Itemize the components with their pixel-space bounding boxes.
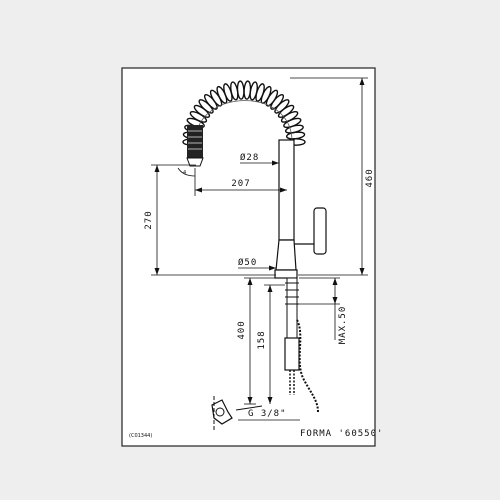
lever-handle (294, 207, 327, 255)
dimension-lines (151, 77, 368, 421)
dim-reach: 207 (231, 179, 250, 189)
dim-max-deck: MAX.50 (338, 306, 348, 345)
drawing-code: (C01344) (129, 433, 152, 439)
dim-below-deck: 400 (237, 320, 247, 339)
spring-coil (182, 80, 306, 146)
dim-thread: G 3/8" (248, 409, 287, 419)
spray-head-body (187, 125, 203, 158)
dim-angle: 4 (183, 170, 186, 176)
spout-curve (195, 100, 293, 141)
angle-valve (211, 396, 233, 430)
spray-head (186, 125, 204, 167)
dim-base-diameter: Ø50 (238, 257, 257, 268)
dim-height-total: 460 (365, 168, 375, 187)
drawing-frame (121, 67, 376, 447)
below-deck-assembly (235, 277, 319, 413)
dim-pipe-diameter: Ø28 (240, 152, 259, 163)
arrowheads (154, 78, 365, 404)
dim-height-spout: 270 (144, 210, 154, 229)
drawing-title: FORMA '60550' (300, 429, 383, 439)
dim-hose-length: 158 (257, 330, 267, 349)
